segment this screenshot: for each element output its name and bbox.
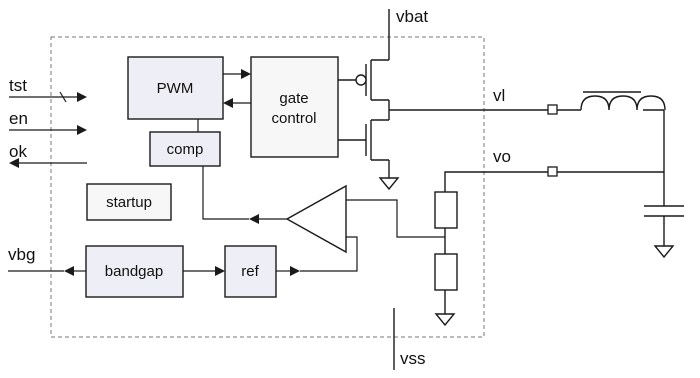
en-arrow [77,125,87,135]
resistor-top-icon [434,191,458,229]
gate-control-label-line1: gate [279,90,308,107]
feedback-wire [346,199,445,238]
ref-label: ref [241,263,259,280]
comp-label: comp [167,141,204,158]
vo-pin-pad [547,166,558,177]
pmos-transistor-icon [338,59,390,110]
divider-ground-icon [434,313,456,327]
startup-block: startup [86,183,172,221]
pin-vbg-label: vbg [8,245,35,264]
vl-pin-pad [547,104,558,115]
ref-block: ref [224,245,277,298]
pin-en-label: en [9,109,28,128]
bandgap-label: bandgap [105,263,163,280]
inductor-icon [580,91,666,111]
comp-block: comp [149,131,221,167]
pin-ok-label: ok [9,142,27,161]
pin-vo-label: vo [493,147,511,166]
nmos-transistor-icon [338,110,390,178]
pwm-label: PWM [157,80,194,97]
error-amplifier-icon [285,184,347,254]
ground-icon [378,177,400,191]
capacitor-ground-icon [653,245,675,259]
pin-tst-label: tst [9,76,27,95]
resistor-bottom-icon [434,253,458,291]
pin-vss-label: vss [400,349,426,368]
vbg-arrow [64,266,74,276]
capacitor-icon [644,205,684,246]
tst-bus-slash [59,91,67,103]
tst-arrow [77,92,87,102]
bandgap-block: bandgap [85,245,184,298]
gate-control-block: gate control [250,56,339,158]
pwm-block: PWM [127,56,224,120]
pin-vbat-label: vbat [396,7,428,26]
pin-vl-label: vl [493,86,505,105]
chip-boundary [50,36,485,338]
ok-arrow [9,158,19,168]
startup-label: startup [106,194,152,211]
gate-control-label-line2: control [271,110,316,127]
